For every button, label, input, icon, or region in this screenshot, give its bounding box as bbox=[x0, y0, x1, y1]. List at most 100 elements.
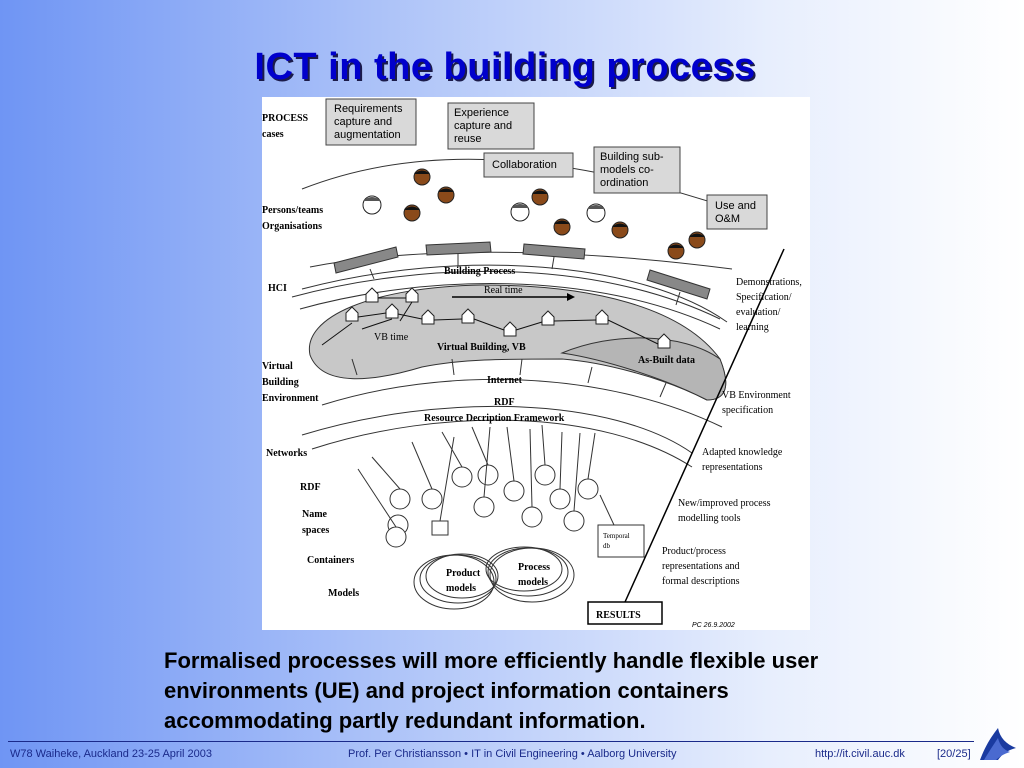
svg-text:specification: specification bbox=[722, 405, 773, 416]
node bbox=[549, 488, 571, 510]
house-icons bbox=[345, 287, 671, 349]
node bbox=[503, 480, 525, 502]
person-icon bbox=[611, 221, 629, 239]
persons-icons bbox=[362, 168, 706, 260]
caption-line: Formalised processes will more efficient… bbox=[164, 648, 819, 673]
label-product: Product bbox=[446, 568, 481, 579]
person-icon bbox=[413, 168, 431, 186]
label-rdf: RDF bbox=[300, 482, 321, 493]
footer-url-link[interactable]: http://it.civil.auc.dk bbox=[815, 748, 905, 760]
house-icon bbox=[503, 321, 517, 337]
node bbox=[451, 466, 473, 488]
university-logo-icon bbox=[980, 728, 1016, 760]
label-persons: Persons/teams bbox=[262, 205, 323, 216]
box-requirements: Requirements capture and augmentation bbox=[325, 98, 417, 146]
person-icon bbox=[403, 204, 421, 222]
label-real-time: Real time bbox=[484, 285, 523, 296]
svg-text:Use and: Use and bbox=[715, 200, 756, 212]
box-use-om: Use and O&M bbox=[706, 194, 768, 230]
label-as-built: As-Built data bbox=[638, 355, 695, 366]
svg-text:RESULTS: RESULTS bbox=[596, 610, 641, 621]
process-models bbox=[485, 546, 575, 603]
person-icon bbox=[688, 231, 706, 249]
results-diagonal bbox=[624, 248, 785, 603]
as-built-shape bbox=[560, 337, 727, 401]
box-building-submodels: Building sub- models co- ordination bbox=[593, 146, 681, 194]
node bbox=[521, 506, 543, 528]
screen-icon bbox=[646, 269, 711, 300]
box-collaboration: Collaboration bbox=[483, 152, 574, 178]
footer-conference: W78 Waiheke, Auckland 23-25 April 2003 bbox=[10, 748, 212, 760]
credit-text: PC 26.9.2002 bbox=[692, 622, 735, 629]
person-icon bbox=[586, 203, 606, 223]
svg-text:formal descriptions: formal descriptions bbox=[662, 576, 740, 587]
label-rdf-arc: RDF bbox=[494, 397, 515, 408]
label-virtual: Virtual bbox=[262, 361, 293, 372]
slide-caption: Formalised processes will more efficient… bbox=[164, 646, 964, 736]
footer-author: Prof. Per Christiansson • IT in Civil En… bbox=[348, 748, 677, 760]
caption-line: accommodating partly redundant informati… bbox=[164, 708, 646, 733]
svg-text:db: db bbox=[603, 542, 611, 550]
label-networks: Networks bbox=[266, 448, 307, 459]
screen-icon bbox=[425, 241, 492, 256]
hci-screens bbox=[333, 241, 711, 300]
svg-text:O&M: O&M bbox=[715, 213, 740, 225]
label-virtual-building: Virtual Building, VB bbox=[437, 342, 526, 353]
svg-text:capture and: capture and bbox=[334, 116, 392, 128]
svg-text:reuse: reuse bbox=[454, 133, 482, 145]
node bbox=[563, 510, 585, 532]
svg-text:ordination: ordination bbox=[600, 177, 648, 189]
house-icon bbox=[365, 287, 379, 303]
label-process: PROCESS bbox=[262, 113, 309, 124]
label-building: Building bbox=[262, 377, 299, 388]
svg-text:Building sub-: Building sub- bbox=[600, 151, 664, 163]
node bbox=[473, 496, 495, 518]
vb-arrows bbox=[321, 297, 659, 346]
node-square bbox=[431, 520, 449, 536]
label-spaces: spaces bbox=[302, 525, 329, 536]
person-icon bbox=[362, 195, 382, 215]
box-experience: Experience capture and reuse bbox=[447, 102, 535, 150]
svg-text:modelling tools: modelling tools bbox=[678, 513, 741, 524]
node bbox=[421, 488, 443, 510]
svg-text:Specification/: Specification/ bbox=[736, 292, 792, 303]
screen-icon bbox=[522, 243, 586, 260]
caption-line: environments (UE) and project informatio… bbox=[164, 678, 729, 703]
label-hci: HCI bbox=[268, 283, 287, 294]
svg-text:Adapted knowledge: Adapted knowledge bbox=[702, 447, 783, 458]
person-icon bbox=[510, 202, 530, 222]
label-process: Process bbox=[518, 562, 550, 573]
svg-text:augmentation: augmentation bbox=[334, 129, 401, 141]
label-product-models: models bbox=[446, 583, 476, 594]
node bbox=[534, 464, 556, 486]
label-containers: Containers bbox=[307, 555, 354, 566]
svg-text:learning: learning bbox=[736, 322, 769, 333]
label-cases: cases bbox=[262, 129, 284, 140]
label-vb-time: VB time bbox=[374, 332, 409, 343]
person-icon bbox=[667, 242, 685, 260]
svg-text:evaluation/: evaluation/ bbox=[736, 307, 781, 318]
person-icon bbox=[531, 188, 549, 206]
svg-text:New/improved process: New/improved process bbox=[678, 498, 771, 509]
person-icon bbox=[437, 186, 455, 204]
svg-text:models co-: models co- bbox=[600, 164, 654, 176]
internet-arc bbox=[321, 378, 723, 428]
house-icon bbox=[405, 287, 419, 303]
persons-arc-2 bbox=[301, 264, 728, 323]
svg-text:representations: representations bbox=[702, 462, 763, 473]
person-icon bbox=[553, 218, 571, 236]
node bbox=[577, 478, 599, 500]
label-building-process: Building Process bbox=[444, 266, 515, 277]
node bbox=[389, 488, 411, 510]
rdf-nodes bbox=[385, 464, 599, 548]
label-process-models: models bbox=[518, 577, 548, 588]
footer-page-number: [20/25] bbox=[937, 748, 971, 760]
label-environment: Environment bbox=[262, 393, 319, 404]
node bbox=[385, 526, 407, 548]
label-organisations: Organisations bbox=[262, 221, 322, 232]
svg-text:Demonstrations,: Demonstrations, bbox=[736, 277, 802, 288]
svg-text:VB Environment: VB Environment bbox=[722, 390, 791, 401]
svg-text:capture and: capture and bbox=[454, 120, 512, 132]
ict-building-process-diagram: Requirements capture and augmentation Ex… bbox=[262, 97, 810, 630]
svg-text:Requirements: Requirements bbox=[334, 103, 403, 115]
